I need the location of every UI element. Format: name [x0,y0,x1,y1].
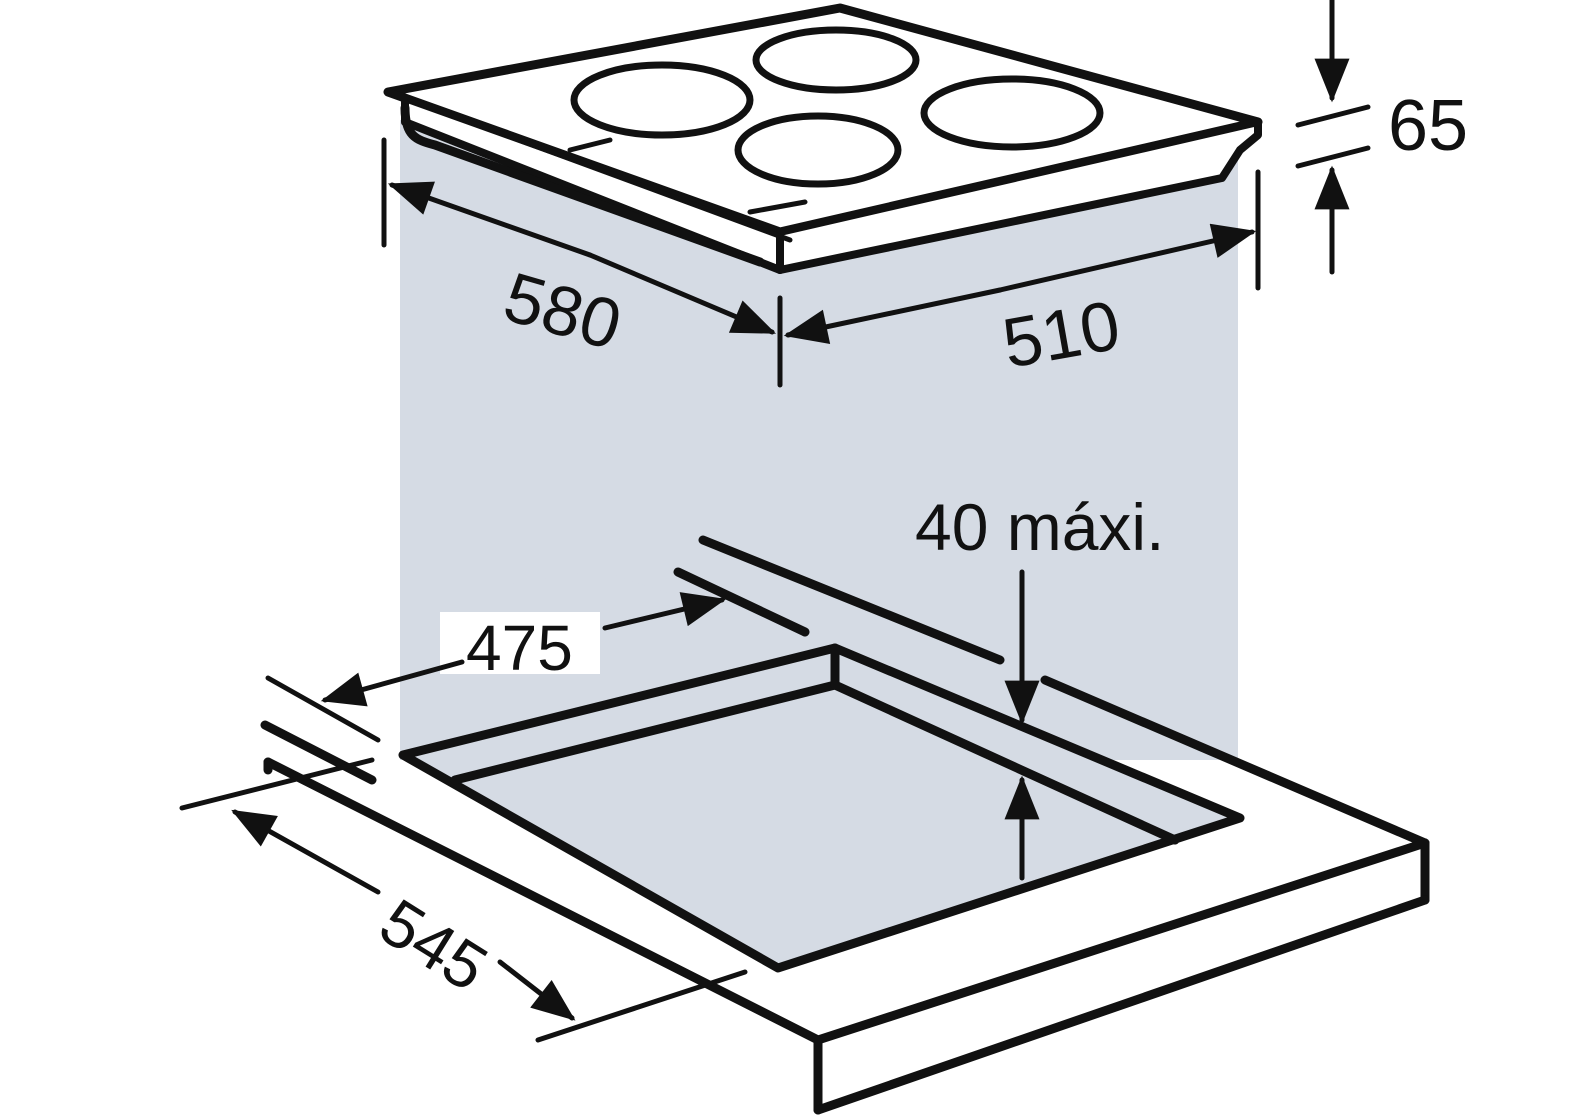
cooking-zone-front-left [734,112,902,188]
worktop-left-edge-mid [260,720,377,785]
worktop-left-edge-top [265,675,381,743]
cutout-inner-right [830,680,1180,845]
cutout-rim [398,643,1245,973]
worktop-back-edge-inner [673,567,810,637]
hob-appliance [383,3,1263,274]
worktop [260,535,1430,1115]
cutout-width-label: 475 [466,612,573,684]
shaded-cutout-floor [400,570,1235,965]
worktop-lower-edge [813,895,1430,1115]
hob-base-curve [400,103,765,267]
cooking-zone-rear-left [570,61,754,139]
worktop-back-edge-right [1040,675,1430,848]
hob-control-divider-b [747,199,808,215]
cutout-depth-label: 545 [368,884,501,1005]
cooking-zone-front-right [920,75,1104,151]
cooking-zone-rear-right [752,26,920,94]
hob-side-face [776,118,1262,274]
worktop-max-label: 40 máxi. [915,490,1164,564]
hob-control-divider-a [567,137,613,153]
dimension-hob-height: 65 [1295,0,1468,275]
dimension-worktop-thickness: 40 máxi. [915,490,1164,881]
hob-front-face [384,88,784,274]
dimension-cutout-width: 475 [320,592,727,707]
worktop-back-edge [698,535,1005,665]
hob-height-label: 65 [1388,86,1468,166]
hob-control-strip [407,97,793,243]
